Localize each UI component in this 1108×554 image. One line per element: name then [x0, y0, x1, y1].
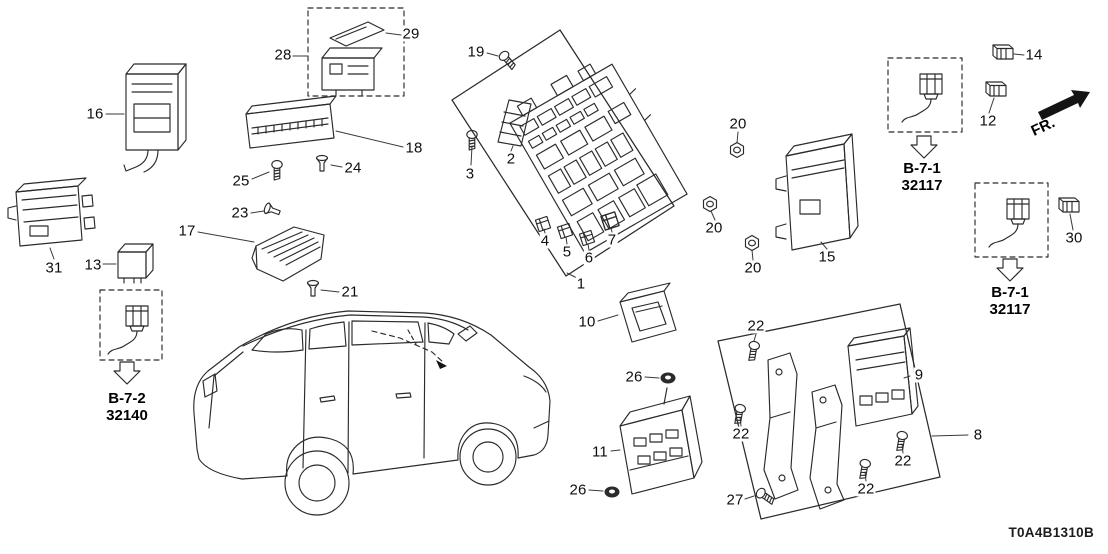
callout-3[interactable]: 3 — [464, 165, 476, 183]
assembly-8-bracket-kit — [717, 303, 941, 520]
screw-icon — [466, 129, 478, 151]
connector-icon — [985, 81, 1007, 97]
connector-icon — [992, 44, 1014, 60]
callout-12[interactable]: 12 — [978, 112, 998, 130]
callout-22-c[interactable]: 22 — [893, 452, 913, 470]
ref-section: B-7-2 — [108, 390, 146, 407]
ref-link-b-7-1-top[interactable]: B-7-1 32117 — [902, 160, 943, 194]
callout-4[interactable]: 4 — [539, 232, 551, 250]
clip-icon — [306, 279, 320, 297]
pigtail-connector-icon — [901, 73, 943, 123]
bolt-icon — [745, 340, 761, 363]
callout-22-a[interactable]: 22 — [746, 317, 766, 335]
part-28-unit — [321, 57, 375, 91]
bolt-icon — [271, 159, 283, 181]
callout-22-b[interactable]: 22 — [731, 425, 751, 443]
part-2-fuse-card — [497, 99, 532, 147]
fr-arrow-icon — [1038, 90, 1090, 120]
ref-b72-connector — [99, 289, 163, 385]
part-11-control-unit — [619, 387, 703, 495]
callout-19[interactable]: 19 — [466, 43, 486, 61]
ref-number: 32117 — [989, 301, 1031, 318]
rear-wheel — [284, 450, 350, 516]
callout-14[interactable]: 14 — [1024, 46, 1044, 64]
diagram-code: T0A4B1310B — [1008, 525, 1094, 540]
ref-section: B-7-1 — [903, 160, 941, 177]
callout-2[interactable]: 2 — [505, 150, 517, 168]
down-arrow-icon — [910, 135, 938, 159]
grommet-icon — [659, 371, 677, 385]
bolt-icon — [893, 430, 909, 453]
callout-20-b[interactable]: 20 — [704, 219, 724, 237]
ref-number: 32140 — [106, 407, 148, 424]
pigtail-connector-icon — [988, 198, 1030, 248]
callout-6[interactable]: 6 — [583, 249, 595, 267]
callout-20-c[interactable]: 20 — [743, 259, 763, 277]
callout-23[interactable]: 23 — [230, 204, 250, 222]
callout-5[interactable]: 5 — [561, 243, 573, 261]
callout-29[interactable]: 29 — [401, 25, 421, 43]
fuse-box-body — [509, 63, 688, 254]
callout-28[interactable]: 28 — [273, 46, 293, 64]
part-10-control-module — [619, 282, 677, 343]
callout-15[interactable]: 15 — [817, 248, 837, 266]
car-illustration — [193, 310, 551, 516]
assembly-1-fuse-box — [451, 29, 688, 277]
callout-20-a[interactable]: 20 — [728, 115, 748, 133]
part-9-control-unit — [847, 327, 919, 427]
callout-7[interactable]: 7 — [606, 231, 618, 249]
sensor-clip-icon — [262, 201, 282, 219]
callout-17[interactable]: 17 — [177, 222, 197, 240]
callout-10[interactable]: 10 — [577, 313, 597, 331]
callout-11[interactable]: 11 — [591, 443, 609, 461]
callout-26-a[interactable]: 26 — [624, 368, 644, 386]
connector-icon — [600, 211, 620, 231]
pigtail-connector-icon — [107, 305, 149, 355]
part-13-relay — [117, 243, 154, 284]
callout-22-d[interactable]: 22 — [856, 480, 876, 498]
nut-icon — [702, 195, 718, 213]
callout-25[interactable]: 25 — [231, 172, 251, 190]
bracket-b — [809, 384, 845, 510]
down-arrow-icon — [113, 361, 141, 385]
part-17-bracket — [251, 226, 325, 282]
nut-icon — [744, 234, 760, 252]
bracket-a — [763, 352, 799, 500]
ref-link-b-7-1-bottom[interactable]: B-7-1 32117 — [990, 284, 1031, 318]
callout-1[interactable]: 1 — [575, 275, 587, 293]
part-28-29-assembly — [307, 7, 405, 97]
part-29-label-sheet — [329, 21, 385, 47]
front-wheel — [459, 428, 517, 486]
callout-30[interactable]: 30 — [1064, 229, 1084, 247]
part-31-control-unit — [7, 177, 96, 247]
ref-link-b-7-2[interactable]: B-7-2 32140 — [106, 390, 148, 424]
callout-9[interactable]: 9 — [913, 366, 925, 384]
callout-31[interactable]: 31 — [44, 259, 64, 277]
part-16-control-unit — [123, 63, 187, 173]
callout-21[interactable]: 21 — [340, 283, 360, 301]
callout-18[interactable]: 18 — [404, 139, 424, 157]
clip-icon — [315, 154, 329, 172]
down-arrow-icon — [996, 258, 1024, 282]
bolt-icon — [856, 458, 872, 481]
ref-section: B-7-1 — [991, 284, 1029, 301]
part-18-control-module — [245, 95, 337, 149]
side-mirror — [457, 325, 478, 342]
ref-b71-connector-bottom — [974, 182, 1049, 282]
ref-b71-connector-top — [887, 57, 963, 159]
callout-26-b[interactable]: 26 — [568, 481, 588, 499]
grommet-icon — [603, 485, 621, 499]
callout-27[interactable]: 27 — [725, 491, 745, 509]
ref-number: 32117 — [901, 177, 943, 194]
part-15-control-unit — [775, 133, 859, 251]
nut-icon — [729, 141, 745, 159]
callout-8[interactable]: 8 — [972, 426, 984, 444]
callout-16[interactable]: 16 — [85, 105, 105, 123]
callout-13[interactable]: 13 — [83, 256, 103, 274]
connector-icon — [556, 222, 574, 240]
connector-icon — [1058, 197, 1080, 213]
callout-24[interactable]: 24 — [343, 159, 363, 177]
connector-icon — [534, 215, 552, 233]
